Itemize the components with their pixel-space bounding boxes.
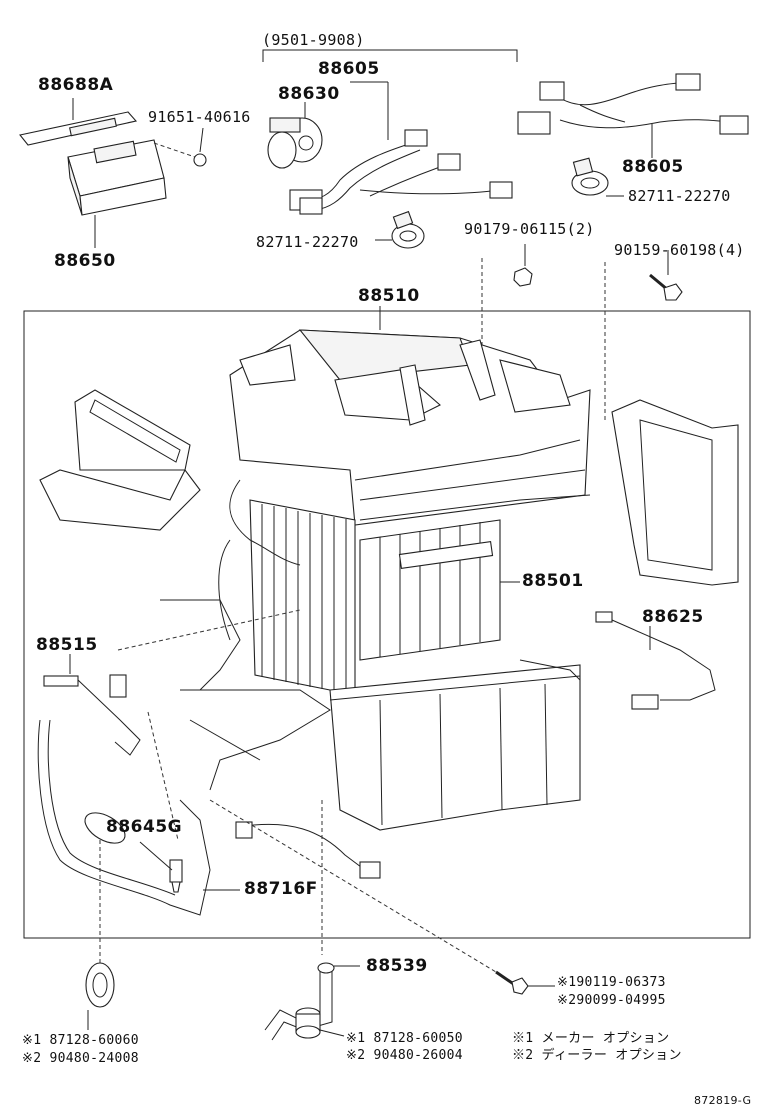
date-range-label: (9501-9908) <box>262 31 365 49</box>
part-82711-clamp-right <box>571 157 624 197</box>
part-90159-bolt <box>604 250 683 420</box>
callout-88510: 88510 <box>358 286 420 306</box>
footnote-bolt-1: ※190119-06373 <box>557 975 666 990</box>
callout-91651: 91651-40616 <box>148 108 251 126</box>
part-bolt-lower-right <box>209 799 555 995</box>
callout-88625: 88625 <box>642 607 704 627</box>
footnote-grommet-mid-2: ※2 90480-26004 <box>346 1048 463 1063</box>
part-88716f-pipe <box>37 719 240 916</box>
part-88645g-switch <box>139 841 183 893</box>
part-88539-hose <box>264 800 360 1041</box>
callout-88645g: 88645G <box>106 817 183 837</box>
part-88650-ecu <box>67 139 167 248</box>
part-88688a-plate <box>19 98 138 146</box>
part-grommet-left <box>85 840 115 1030</box>
callout-90159: 90159-60198(4) <box>614 241 745 259</box>
callout-88605-top: 88605 <box>318 59 380 79</box>
callout-90179: 90179-06115(2) <box>464 220 595 238</box>
part-88605-harness-top <box>289 81 513 215</box>
legend-dealer-option: ※2 ディーラー オプション <box>512 1048 682 1063</box>
callout-88515: 88515 <box>36 635 98 655</box>
part-90179-nut <box>481 244 533 345</box>
callout-88501: 88501 <box>522 571 584 591</box>
callout-88539: 88539 <box>366 956 428 976</box>
callout-82711-left: 82711-22270 <box>256 233 359 251</box>
part-88630-relay <box>267 102 323 169</box>
part-88515-sensor <box>43 609 301 841</box>
callout-88688a: 88688A <box>38 75 114 95</box>
figure-code: 872819-G <box>694 1094 752 1107</box>
callout-88605-right: 88605 <box>622 157 684 177</box>
callout-82711-right: 82711-22270 <box>628 187 731 205</box>
part-harness-bottom <box>235 821 381 879</box>
footnote-bolt-2: ※290099-04995 <box>557 993 666 1008</box>
part-82711-clamp-left <box>375 210 425 249</box>
part-88605-harness-right <box>517 73 749 158</box>
assembly-frame <box>23 310 751 939</box>
part-right-duct <box>611 399 739 586</box>
footnote-grommet-left-1: ※1 87128-60060 <box>22 1033 139 1048</box>
part-88625-sensor <box>595 611 716 710</box>
footnote-grommet-mid-1: ※1 87128-60050 <box>346 1031 463 1046</box>
callout-88630: 88630 <box>278 84 340 104</box>
part-91651-screw <box>153 127 207 167</box>
part-left-duct <box>39 389 201 531</box>
part-88510-unit-case <box>160 329 591 831</box>
footnote-grommet-left-2: ※2 90480-24008 <box>22 1051 139 1066</box>
part-grommet-mid <box>295 1007 345 1039</box>
callout-88716f: 88716F <box>244 879 318 899</box>
callout-88650: 88650 <box>54 251 116 271</box>
legend-maker-option: ※1 メーカー オプション <box>512 1031 670 1046</box>
date-bracket <box>262 49 518 62</box>
